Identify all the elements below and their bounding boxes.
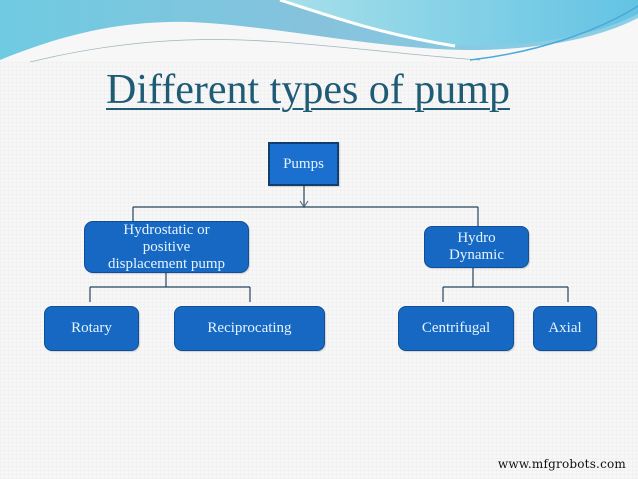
node-hydro-dynamic: Hydro Dynamic (424, 226, 529, 268)
node-rotary-label: Rotary (71, 320, 112, 336)
node-pumps: Pumps (268, 142, 339, 186)
node-pumps-label: Pumps (283, 155, 324, 172)
node-hydrostatic-line-3: displacement pump (107, 255, 226, 272)
node-rotary: Rotary (44, 306, 139, 351)
node-centrifugal: Centrifugal (398, 306, 514, 351)
watermark: www.mfgrobots.com (497, 457, 626, 471)
node-axial-label: Axial (548, 320, 582, 336)
node-hydrostatic-line-1: Hydrostatic or (123, 221, 210, 238)
node-reciprocating-label: Reciprocating (207, 320, 292, 336)
node-reciprocating: Reciprocating (174, 306, 325, 351)
node-hydrostatic-positive-displacement: Hydrostatic or positive displacement pum… (84, 221, 249, 273)
node-centrifugal-label: Centrifugal (421, 320, 491, 336)
node-hydrostatic-line-2: positive (142, 238, 191, 255)
node-hydro-dynamic-line-1: Hydro (457, 230, 496, 246)
header-wave-decoration (0, 0, 638, 62)
node-axial: Axial (533, 306, 597, 351)
node-hydro-dynamic-line-2: Dynamic (449, 247, 504, 263)
slide-title: Different types of pump (106, 67, 510, 113)
